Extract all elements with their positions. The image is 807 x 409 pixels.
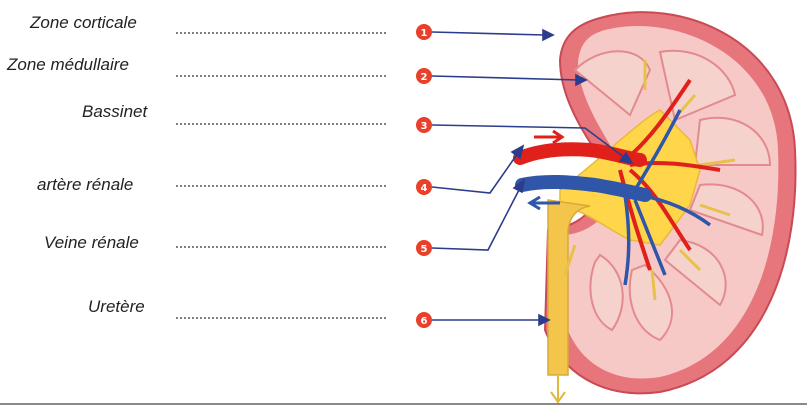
marker-number: 1 (421, 28, 428, 39)
label-row-6: Uretère 6 (88, 297, 432, 328)
marker-number: 5 (421, 244, 428, 255)
label-row-4: artère rénale 4 (37, 175, 432, 195)
label-text: artère rénale (37, 175, 133, 194)
label-text: Veine rénale (44, 233, 139, 252)
marker-number: 6 (421, 316, 428, 327)
label-row-5: Veine rénale 5 (44, 233, 432, 256)
pointer-line-5 (432, 188, 520, 250)
ureter-outflow-arrow (551, 376, 565, 402)
marker-number: 4 (421, 183, 428, 194)
label-row-1: Zone corticale 1 (29, 13, 432, 40)
pointer-arrowhead-1 (543, 30, 553, 40)
marker-number: 3 (421, 121, 428, 132)
marker-number: 2 (421, 72, 428, 83)
pointer-line-2 (432, 76, 578, 80)
artery-flow-arrow (534, 131, 562, 143)
label-text: Zone corticale (29, 13, 137, 32)
label-text: Bassinet (82, 102, 148, 121)
label-text: Zone médullaire (6, 55, 129, 74)
pointer-line-1 (432, 32, 545, 35)
label-row-3: Bassinet 3 (82, 102, 432, 133)
label-text: Uretère (88, 297, 145, 316)
kidney-illustration (520, 12, 796, 402)
label-row-2: Zone médullaire 2 (6, 55, 432, 84)
pointer-line-4 (432, 153, 518, 193)
